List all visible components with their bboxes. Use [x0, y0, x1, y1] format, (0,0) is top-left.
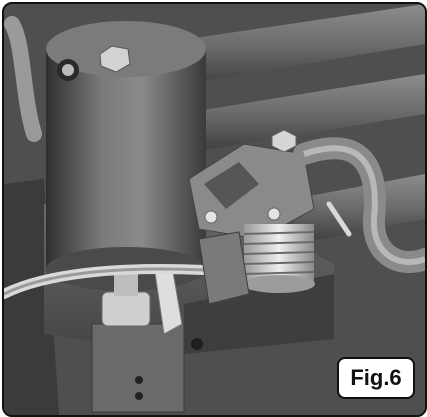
valve-port-1 — [135, 376, 143, 384]
spring-coils — [243, 231, 315, 275]
pump-socket-housing — [188, 143, 315, 240]
hydraulic-pump-assembly-photo — [4, 4, 425, 415]
lower-rail — [294, 174, 425, 244]
valve-side-port — [191, 338, 203, 350]
pivot-pin-center — [267, 207, 281, 221]
breather-plug-center — [62, 64, 74, 76]
socket-top-bolt — [271, 129, 297, 153]
pivot-pin-left — [204, 210, 218, 224]
release-valve-nut — [101, 291, 151, 327]
retaining-pin-right — [326, 201, 352, 237]
figure-label: Fig.6 — [337, 357, 415, 399]
upper-rail — [154, 4, 425, 89]
valve-port-2 — [135, 392, 143, 400]
release-valve-stem — [114, 274, 138, 296]
spring-base-collar — [243, 275, 315, 293]
middle-rail — [179, 74, 425, 154]
fill-cap-nut — [99, 45, 131, 73]
reservoir-cylinder — [46, 49, 206, 269]
pump-linkage-arm — [198, 231, 250, 305]
top-left-tube — [4, 16, 42, 142]
socket-opening — [204, 162, 259, 209]
curved-handle-highlight — [303, 145, 425, 266]
base-plate-side — [184, 274, 334, 354]
handle-rod-shade — [4, 267, 205, 296]
